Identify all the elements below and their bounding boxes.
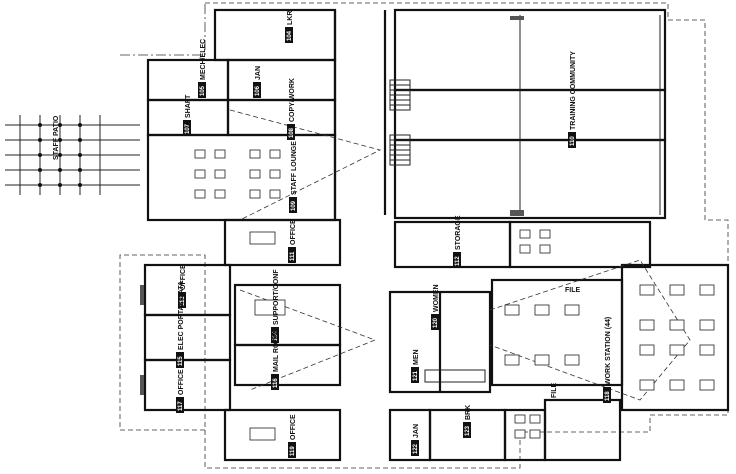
stairs (389, 79, 486, 383)
svg-text:SUPPORT/CONF: SUPPORT/CONF (273, 269, 280, 325)
sight-lines (229, 109, 691, 401)
svg-text:121: 121 (413, 370, 419, 381)
walls (143, 8, 730, 462)
svg-text:117: 117 (178, 401, 184, 411)
svg-text:MECH/ELEC: MECH/ELEC (200, 39, 207, 80)
room-label-womens: 120 WOMEN (431, 284, 440, 330)
room-label-jan2: 122 JAN (411, 424, 420, 456)
hatch-elements (140, 16, 524, 395)
svg-text:118: 118 (605, 391, 611, 401)
room-label-break: 123 BRK (463, 405, 472, 438)
room-label-elec: 115 ELEC PORTAL DATA (176, 281, 185, 368)
room-label-office1: 111 OFFICE (288, 219, 297, 263)
svg-text:113: 113 (180, 296, 186, 306)
site-boundary (119, 2, 729, 469)
svg-text:OFFICE: OFFICE (290, 219, 297, 245)
room-label-mech: 105 MECH/ELEC (198, 39, 207, 98)
svg-text:123: 123 (465, 425, 471, 436)
svg-text:119: 119 (290, 446, 296, 456)
room-label-training: 110 TRAINING COMMUNITY (568, 51, 577, 148)
property-line (120, 3, 206, 56)
svg-text:JAN: JAN (413, 424, 420, 438)
furniture (194, 149, 715, 441)
svg-text:SHAFT: SHAFT (185, 94, 192, 118)
file-tag-1: FILE (565, 287, 580, 294)
svg-text:ELEC PORTAL DATA: ELEC PORTAL DATA (178, 281, 185, 350)
svg-text:STAFF LOUNGE: STAFF LOUNGE (291, 141, 298, 195)
svg-text:109: 109 (291, 200, 297, 211)
svg-text:114: 114 (273, 331, 279, 341)
room-label-office2: 113 OFFICE (178, 264, 187, 308)
svg-text:106: 106 (255, 85, 261, 96)
svg-text:OFFICE: OFFICE (180, 264, 187, 290)
room-label-mail: 116 MAIL ROOM (271, 331, 280, 390)
svg-text:MAIL ROOM: MAIL ROOM (273, 331, 280, 372)
room-label-shaft: 107 SHAFT (183, 94, 192, 136)
svg-text:COPY/WORK: COPY/WORK (289, 78, 296, 122)
svg-text:111: 111 (290, 251, 296, 261)
room-label-work: 118 WORK STATION (44) (603, 317, 612, 403)
svg-text:LKR: LKR (287, 11, 294, 25)
svg-text:BRK: BRK (465, 405, 472, 420)
room-label-storage: 112 STORAGE (453, 215, 462, 268)
room-label-office3: 117 OFFICE (176, 369, 185, 413)
svg-text:OFFICE: OFFICE (290, 414, 297, 440)
room-label-office4: 119 OFFICE (288, 414, 297, 458)
svg-text:TRAINING COMMUNITY: TRAINING COMMUNITY (570, 51, 577, 130)
svg-text:112: 112 (455, 256, 461, 266)
svg-text:116: 116 (273, 378, 279, 388)
svg-text:107: 107 (185, 123, 191, 134)
patio-grid (5, 115, 140, 195)
room-label-mens: 121 MEN (411, 349, 420, 383)
svg-text:110: 110 (570, 136, 576, 146)
room-label-conf: 114 SUPPORT/CONF (271, 269, 280, 343)
room-label-janitor: 106 JAN (253, 66, 262, 98)
svg-text:OFFICE: OFFICE (178, 369, 185, 395)
room-label-copy: 108 COPY/WORK (287, 78, 296, 140)
svg-text:120: 120 (433, 317, 439, 328)
svg-text:105: 105 (200, 85, 206, 96)
room-label-lockers: 104 LKR (285, 11, 294, 43)
svg-text:WOMEN: WOMEN (433, 284, 440, 312)
file-tag-2: FILE (551, 383, 558, 398)
svg-text:MEN: MEN (413, 349, 420, 365)
svg-text:115: 115 (178, 356, 184, 366)
svg-text:WORK STATION (44): WORK STATION (44) (605, 317, 612, 385)
svg-text:108: 108 (289, 127, 295, 138)
svg-text:122: 122 (413, 443, 419, 454)
svg-text:STORAGE: STORAGE (455, 215, 462, 250)
room-label-lounge: 109 STAFF LOUNGE (289, 141, 298, 213)
patio-label: STAFF PATIO (53, 115, 60, 160)
svg-text:104: 104 (287, 30, 293, 41)
svg-text:JAN: JAN (255, 66, 262, 80)
